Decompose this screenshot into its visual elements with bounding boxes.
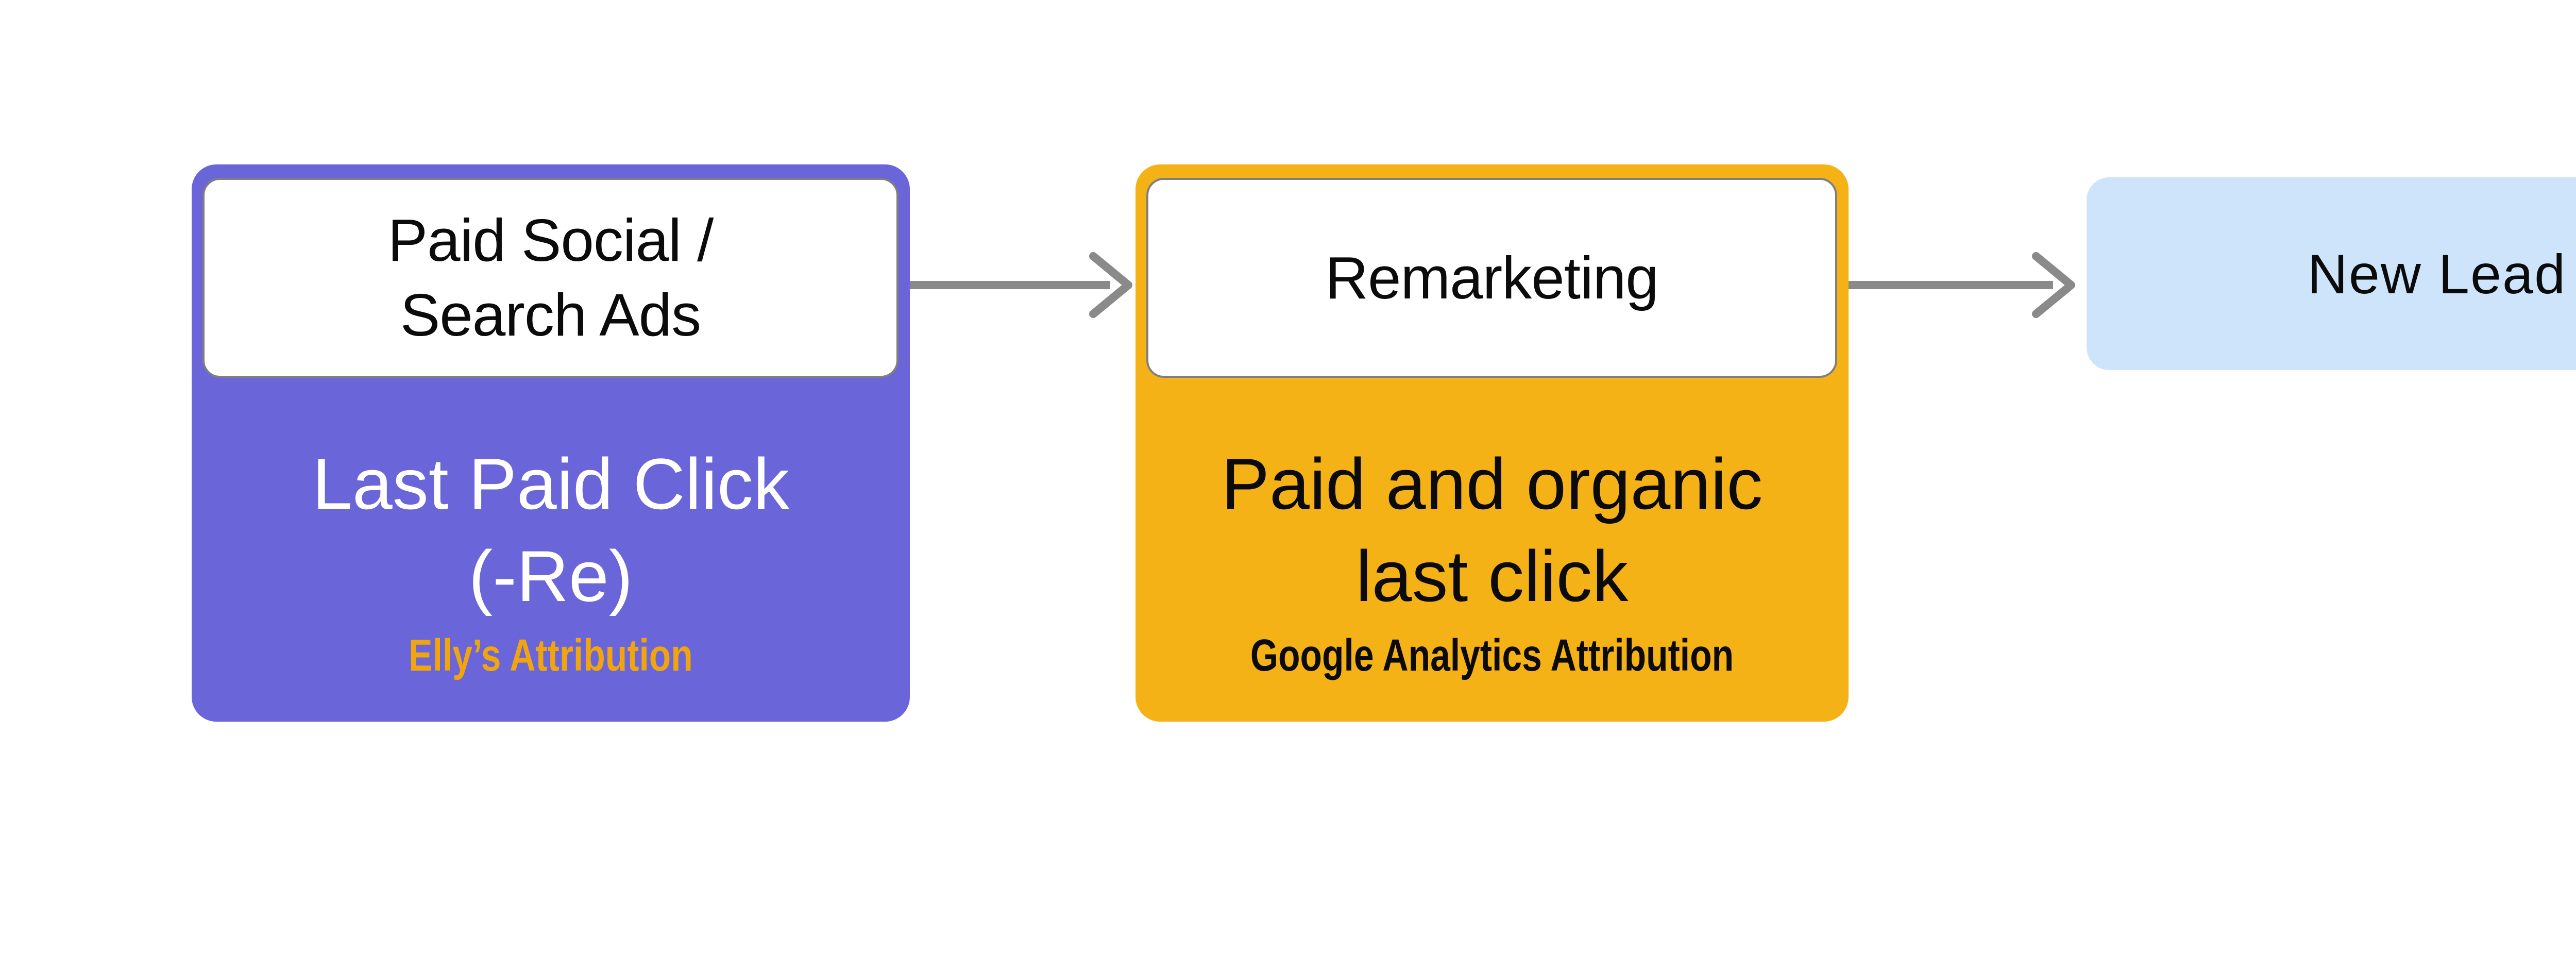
node-paid-social-header-box: Paid Social / Search Ads <box>202 178 899 378</box>
node-paid-social-footnote: Elly’s Attribution <box>409 630 693 680</box>
arrow-head-icon <box>1089 252 1132 318</box>
node-remarketing-footnote: Google Analytics Attribution <box>1250 630 1734 680</box>
node-remarketing-body-text: Paid and organic last click <box>1221 443 1763 616</box>
node-remarketing: Remarketing Paid and organic last click … <box>1136 164 1849 722</box>
node-paid-social-search-ads: Paid Social / Search Ads Last Paid Click… <box>192 164 910 722</box>
node-paid-social-title: Paid Social / Search Ads <box>387 207 714 348</box>
flow-arrow-2 <box>1849 252 2075 318</box>
node-new-lead: New Lead <box>2087 177 2576 370</box>
node-remarketing-header-box: Remarketing <box>1146 178 1837 378</box>
node-paid-social-body-text: Last Paid Click (-Re) <box>312 443 789 616</box>
flow-arrow-1 <box>910 252 1132 318</box>
node-remarketing-title: Remarketing <box>1325 244 1659 311</box>
arrow-head-icon <box>2032 252 2075 318</box>
node-new-lead-label: New Lead <box>2307 242 2567 305</box>
